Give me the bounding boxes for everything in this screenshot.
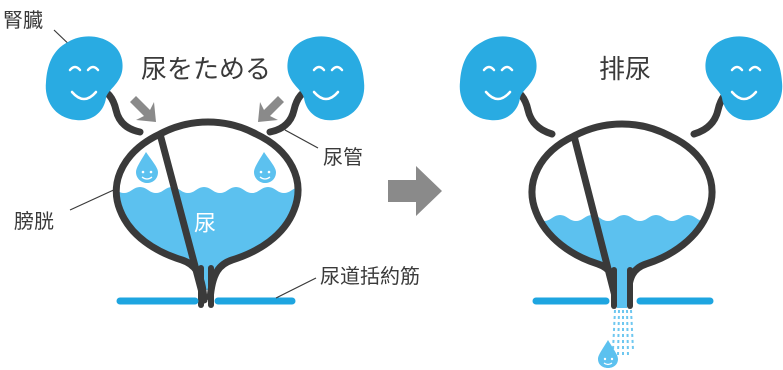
bladder-leader-line: [69, 187, 119, 211]
kidney-label: 腎臓: [3, 8, 43, 32]
ureter-label: 尿管: [323, 145, 363, 169]
falling-water-drop-icon: [598, 340, 618, 368]
bladder-outline-2: [528, 120, 716, 304]
urination-title: 排尿: [599, 55, 651, 85]
transition-arrow-icon: [388, 166, 442, 216]
right-down-arrow-icon: [258, 96, 284, 122]
sphincter-label: 尿道括約筋: [320, 264, 420, 288]
left-down-arrow-icon: [130, 96, 156, 122]
urine-stream: [612, 309, 634, 358]
storing-title: 尿をためる: [141, 55, 271, 85]
right-water-drop-icon: [254, 152, 276, 183]
storing-panel: 腎臓 尿をためる: [3, 8, 420, 308]
left-kidney-icon-2: [459, 36, 537, 121]
ureter-leader-line: [284, 129, 319, 149]
urine-label: 尿: [194, 212, 216, 237]
urination-panel: 排尿: [459, 36, 783, 368]
left-water-drop-icon: [136, 152, 158, 183]
sphincter-leader-line: [275, 277, 317, 299]
urethra-flow: [617, 262, 627, 308]
right-kidney-icon-2: [705, 36, 783, 121]
right-kidney-icon: [287, 36, 365, 121]
left-kidney-icon: [45, 36, 123, 121]
bladder-label: 膀胱: [14, 209, 54, 233]
bladder-outline: [112, 118, 302, 304]
